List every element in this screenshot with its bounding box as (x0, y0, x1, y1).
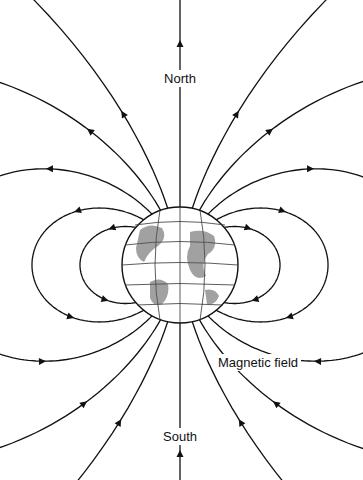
field-line (0, 0, 168, 480)
field-arrowheads (39, 40, 321, 457)
arrowhead (108, 224, 116, 231)
arrowhead (101, 295, 109, 302)
arrowhead (286, 312, 294, 319)
field-label: Magnetic field (215, 354, 301, 371)
arrowhead (66, 312, 74, 319)
arrowhead (46, 165, 53, 172)
arrowhead (177, 450, 184, 457)
arrowhead (273, 401, 281, 408)
arrowhead (232, 111, 239, 119)
arrowhead (244, 224, 252, 231)
arrowhead (265, 129, 273, 136)
arrowhead (278, 206, 286, 213)
arrowhead (252, 295, 260, 302)
arrowhead (115, 419, 122, 427)
arrowhead (121, 111, 128, 119)
field-label: North (161, 70, 199, 87)
arrowhead (87, 129, 95, 136)
field-label: South (160, 428, 200, 445)
axis-field-line (179, 0, 180, 207)
arrowhead (39, 358, 46, 365)
arrowhead (177, 40, 184, 47)
arrowhead (74, 206, 82, 213)
arrowhead (239, 419, 246, 427)
globe (122, 207, 238, 323)
arrowhead (307, 165, 314, 172)
arrowhead (79, 401, 87, 408)
arrowhead (314, 358, 321, 365)
